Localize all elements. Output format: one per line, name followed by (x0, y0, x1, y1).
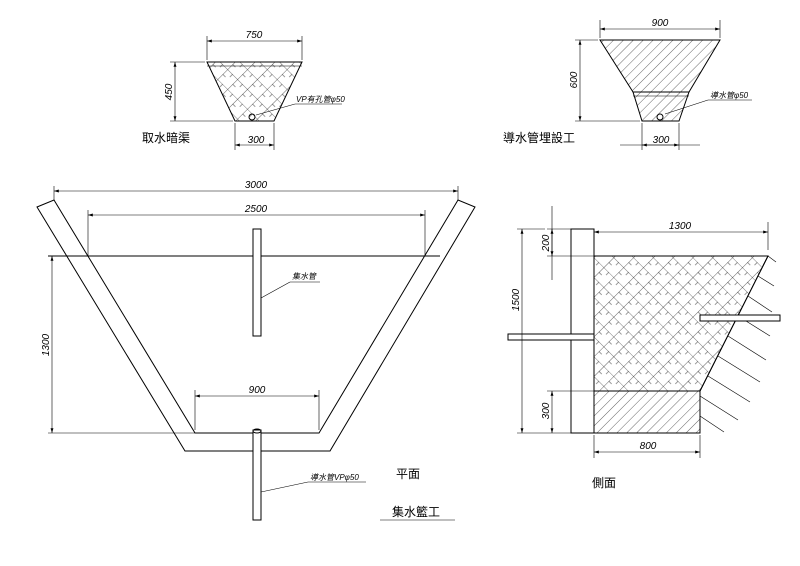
side-outlet-pipe (507, 333, 595, 341)
side-dim-bottom: 800 (640, 441, 657, 452)
plan-pipe-label: 集水管 (292, 272, 318, 281)
side-ground-hatch (699, 255, 777, 433)
plan-dim-inner: 2500 (244, 204, 268, 215)
fig2-dim-height: 600 (569, 71, 580, 88)
fig-intake-culvert: 750 450 300 VP有孔管φ50 取水暗渠 (142, 30, 345, 150)
fig1-dim-height: 450 (164, 83, 175, 100)
burial-bedding (632, 91, 690, 122)
fig-side-view: 1300 200 1500 300 800 側面 (507, 206, 781, 490)
side-dim-height: 1500 (511, 288, 522, 311)
fig2-dim-bottom: 300 (653, 135, 670, 146)
fig1-pipe-label: VP有孔管φ50 (296, 95, 345, 104)
plan-dim-height: 1300 (41, 333, 52, 356)
fig1-title: 取水暗渠 (142, 130, 190, 145)
side-inlet-pipe (699, 314, 781, 322)
side-dim-lower: 300 (541, 402, 552, 419)
fig-pipe-burial: 900 600 300 導水管φ50 導水管埋設工 (503, 18, 752, 150)
fig-plan-view: 3000 2500 1300 900 集水管 導水管VPφ50 平面 集水籃工 (36, 180, 476, 521)
plan-dim-bottom: 900 (249, 385, 266, 396)
fig1-dim-top: 750 (246, 30, 263, 41)
plan-title: 平面 (396, 467, 420, 481)
side-title: 側面 (592, 476, 616, 490)
plan-collector-pipe (252, 228, 262, 337)
side-wall (570, 228, 595, 434)
fig2-pipe-label: 導水管φ50 (710, 91, 749, 100)
side-dim-top: 1300 (669, 221, 692, 232)
conduit-pipe (656, 113, 664, 121)
intake-gravel-fill (206, 61, 303, 122)
side-base-layer (593, 390, 701, 434)
fig2-title: 導水管埋設工 (503, 130, 575, 145)
fig1-dim-bottom: 300 (248, 135, 265, 146)
plan-outlet-label: 導水管VPφ50 (310, 473, 359, 482)
plan-outlet-pipe (252, 429, 262, 521)
fig2-dim-top: 900 (652, 18, 669, 29)
perforated-pipe (248, 113, 256, 121)
burial-backfill (599, 39, 721, 93)
plan-dim-top: 3000 (245, 180, 268, 191)
side-dim-upper: 200 (541, 234, 552, 252)
plan-caption: 集水籃工 (392, 504, 440, 519)
